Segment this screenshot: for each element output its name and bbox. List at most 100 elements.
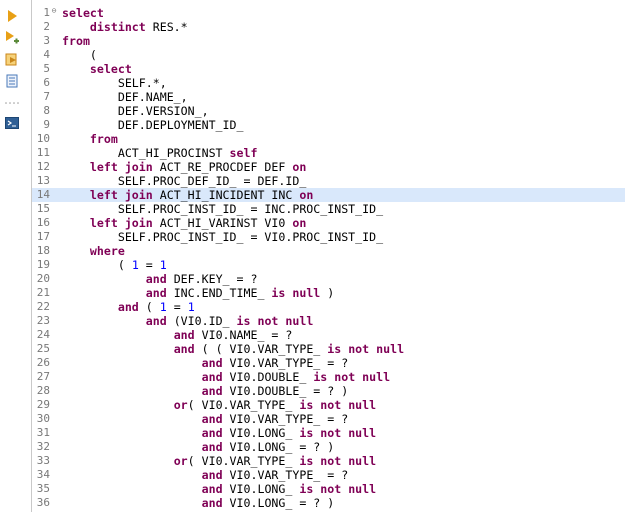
code-line[interactable]: 13 SELF.PROC_DEF_ID_ = DEF.ID_ <box>32 174 625 188</box>
code-line[interactable]: 8 DEF.VERSION_, <box>32 104 625 118</box>
export-icon[interactable] <box>5 52 19 66</box>
side-toolbar <box>0 0 24 512</box>
code-text: DEF.DEPLOYMENT_ID_ <box>62 118 244 132</box>
line-number: 11 <box>36 146 50 159</box>
run-step-icon[interactable] <box>5 31 19 45</box>
code-line[interactable]: 16 left join ACT_HI_VARINST VI0 on <box>32 216 625 230</box>
sql-text: ( <box>138 300 160 314</box>
line-number: 20 <box>36 272 50 285</box>
code-line[interactable]: 2 distinct RES.* <box>32 20 625 34</box>
sql-number: 1 <box>187 300 195 314</box>
sql-text <box>62 496 202 510</box>
sql-keyword: and <box>201 426 223 440</box>
explain-plan-icon[interactable] <box>5 74 19 88</box>
code-line[interactable]: 17 SELF.PROC_INST_ID_ = VI0.PROC_INST_ID… <box>32 230 625 244</box>
code-text: and INC.END_TIME_ is null ) <box>62 286 335 300</box>
code-text: DEF.NAME_, <box>62 90 188 104</box>
code-text: SELF.PROC_INST_ID_ = INC.PROC_INST_ID_ <box>62 202 383 216</box>
sql-text <box>62 272 146 286</box>
line-number: 4 <box>43 48 50 61</box>
line-number: 8 <box>43 104 50 117</box>
code-text: ( <box>62 48 97 62</box>
line-number: 16 <box>36 216 50 229</box>
sql-text: ( <box>62 48 97 62</box>
code-line[interactable]: 9 DEF.DEPLOYMENT_ID_ <box>32 118 625 132</box>
code-line[interactable]: 31 and VI0.LONG_ is not null <box>32 426 625 440</box>
code-text: and VI0.VAR_TYPE_ = ? <box>62 412 349 426</box>
sql-text <box>62 398 174 412</box>
code-line[interactable]: 25 and ( ( VI0.VAR_TYPE_ is not null <box>32 342 625 356</box>
code-line[interactable]: 28 and VI0.DOUBLE_ = ? ) <box>32 384 625 398</box>
code-line[interactable]: 27 and VI0.DOUBLE_ is not null <box>32 370 625 384</box>
sql-keyword: select <box>62 6 104 20</box>
code-line[interactable]: 35 and VI0.LONG_ is not null <box>32 482 625 496</box>
code-text: and VI0.VAR_TYPE_ = ? <box>62 468 349 482</box>
sql-number: 1 <box>131 258 139 272</box>
sql-keyword: on <box>292 160 307 174</box>
code-line[interactable]: 33 or( VI0.VAR_TYPE_ is not null <box>32 454 625 468</box>
line-number: 28 <box>36 384 50 397</box>
code-line[interactable]: 10 from <box>32 132 625 146</box>
code-line[interactable]: 14 left join ACT_HI_INCIDENT INC on <box>32 188 625 202</box>
code-line[interactable]: 5 select <box>32 62 625 76</box>
line-number: 10 <box>36 132 50 145</box>
code-text: left join ACT_RE_PROCDEF DEF on <box>62 160 306 174</box>
code-line[interactable]: 26 and VI0.VAR_TYPE_ = ? <box>32 356 625 370</box>
console-icon[interactable] <box>5 116 19 130</box>
sql-text: DEF.KEY_ = ? <box>166 272 258 286</box>
code-line[interactable]: 20 and DEF.KEY_ = ? <box>32 272 625 286</box>
code-line[interactable]: 7 DEF.NAME_, <box>32 90 625 104</box>
sql-text <box>62 440 202 454</box>
code-text: left join ACT_HI_INCIDENT INC on <box>62 188 313 202</box>
code-line[interactable]: 15 SELF.PROC_INST_ID_ = INC.PROC_INST_ID… <box>32 202 625 216</box>
sql-text <box>62 314 146 328</box>
code-line[interactable]: 6 SELF.*, <box>32 76 625 90</box>
code-line[interactable]: 23 and (VI0.ID_ is not null <box>32 314 625 328</box>
code-line[interactable]: 18 where <box>32 244 625 258</box>
sql-keyword: and <box>173 328 195 342</box>
code-text: and VI0.DOUBLE_ = ? ) <box>62 384 349 398</box>
line-number: 26 <box>36 356 50 369</box>
fold-toggle-icon[interactable]: ⊖ <box>51 6 57 15</box>
code-line[interactable]: 22 and ( 1 = 1 <box>32 300 625 314</box>
sql-text: ) <box>320 286 335 300</box>
sql-text: ( VI0.VAR_TYPE_ <box>187 398 300 412</box>
line-number: 27 <box>36 370 50 383</box>
sql-keyword: and <box>173 342 195 356</box>
code-line[interactable]: 29 or( VI0.VAR_TYPE_ is not null <box>32 398 625 412</box>
sql-text: VI0.VAR_TYPE_ = ? <box>222 412 349 426</box>
sql-keyword: is not null <box>236 314 314 328</box>
code-line[interactable]: 4 ( <box>32 48 625 62</box>
run-icon[interactable] <box>5 9 19 23</box>
sql-keyword: from <box>89 132 118 146</box>
sql-keyword: from <box>62 34 90 48</box>
code-line[interactable]: 30 and VI0.VAR_TYPE_ = ? <box>32 412 625 426</box>
sql-text: SELF.*, <box>62 76 167 90</box>
sql-text: ACT_RE_PROCDEF DEF <box>152 160 293 174</box>
code-line[interactable]: 24 and VI0.NAME_ = ? <box>32 328 625 342</box>
sql-text: ( <box>62 258 132 272</box>
sql-keyword: left join <box>89 188 153 202</box>
line-number: 14 <box>36 188 50 201</box>
code-text: DEF.VERSION_, <box>62 104 209 118</box>
line-number: 35 <box>36 482 50 495</box>
code-text: where <box>62 244 125 258</box>
line-number: 25 <box>36 342 50 355</box>
sql-keyword: or <box>173 454 188 468</box>
sql-text <box>62 286 146 300</box>
code-line[interactable]: 32 and VI0.LONG_ = ? ) <box>32 440 625 454</box>
code-line[interactable]: 34 and VI0.VAR_TYPE_ = ? <box>32 468 625 482</box>
code-line[interactable]: 11 ACT_HI_PROCINST self <box>32 146 625 160</box>
code-line[interactable]: 12 left join ACT_RE_PROCDEF DEF on <box>32 160 625 174</box>
sql-text: (VI0.ID_ <box>166 314 237 328</box>
sql-text <box>62 20 90 34</box>
line-number: 19 <box>36 258 50 271</box>
code-line[interactable]: 1⊖select <box>32 6 625 20</box>
code-line[interactable]: 21 and INC.END_TIME_ is null ) <box>32 286 625 300</box>
code-line[interactable]: 36 and VI0.LONG_ = ? ) <box>32 496 625 510</box>
code-line[interactable]: 19 ( 1 = 1 <box>32 258 625 272</box>
code-text: select <box>62 6 104 20</box>
